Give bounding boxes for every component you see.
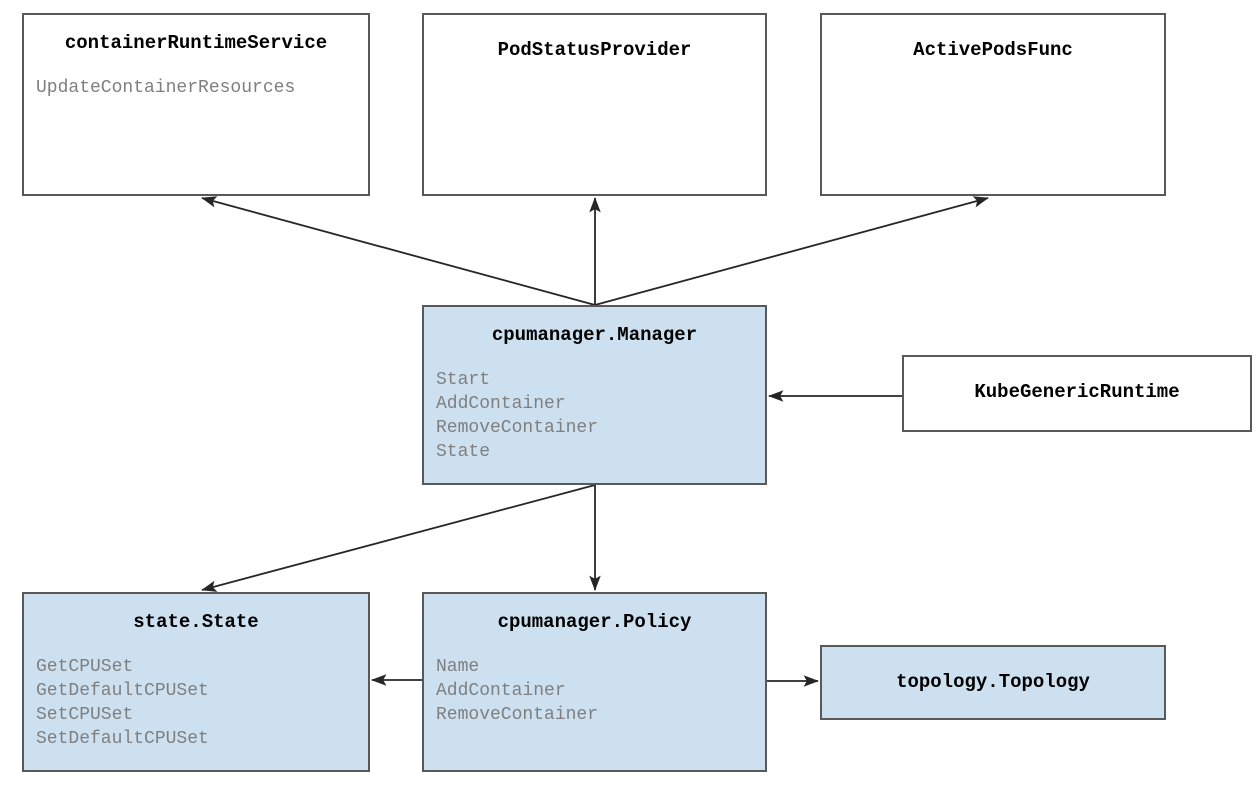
class-node-title: containerRuntimeService [64, 32, 328, 54]
class-node-podStatusProvider[interactable]: PodStatusProvider [422, 13, 767, 196]
class-node-member: GetDefaultCPUSet [36, 681, 209, 701]
class-node-member: AddContainer [436, 681, 566, 701]
class-node-title: topology.Topology [896, 671, 1090, 693]
class-node-topologyTopology[interactable]: topology.Topology [820, 645, 1166, 720]
class-node-title: cpumanager.Policy [497, 611, 692, 633]
class-node-title: PodStatusProvider [497, 39, 692, 61]
class-node-activePodsFunc[interactable]: ActivePodsFunc [820, 13, 1166, 196]
class-node-title: cpumanager.Manager [491, 324, 698, 346]
class-node-kubeGenericRuntime[interactable]: KubeGenericRuntime [902, 355, 1252, 432]
class-node-member: RemoveContainer [436, 418, 599, 438]
class-node-member: AddContainer [436, 394, 566, 414]
class-node-title: state.State [133, 611, 259, 633]
class-node-member: UpdateContainerResources [36, 78, 296, 98]
class-node-member: RemoveContainer [436, 705, 599, 725]
edge-manager-to-containerRuntimeService [201, 196, 596, 306]
edge-manager-to-activePodsFunc [594, 196, 989, 306]
edge-manager-to-stateState [201, 484, 596, 592]
class-node-title: KubeGenericRuntime [974, 381, 1180, 403]
class-node-member: State [436, 442, 491, 462]
class-node-member-list: UpdateContainerResources [24, 76, 368, 100]
class-node-title: ActivePodsFunc [913, 39, 1073, 61]
class-node-member: Start [436, 370, 491, 390]
class-node-member: Name [436, 657, 480, 677]
class-node-member: SetDefaultCPUSet [36, 729, 209, 749]
class-node-member: SetCPUSet [36, 705, 134, 725]
class-node-member: GetCPUSet [36, 657, 134, 677]
